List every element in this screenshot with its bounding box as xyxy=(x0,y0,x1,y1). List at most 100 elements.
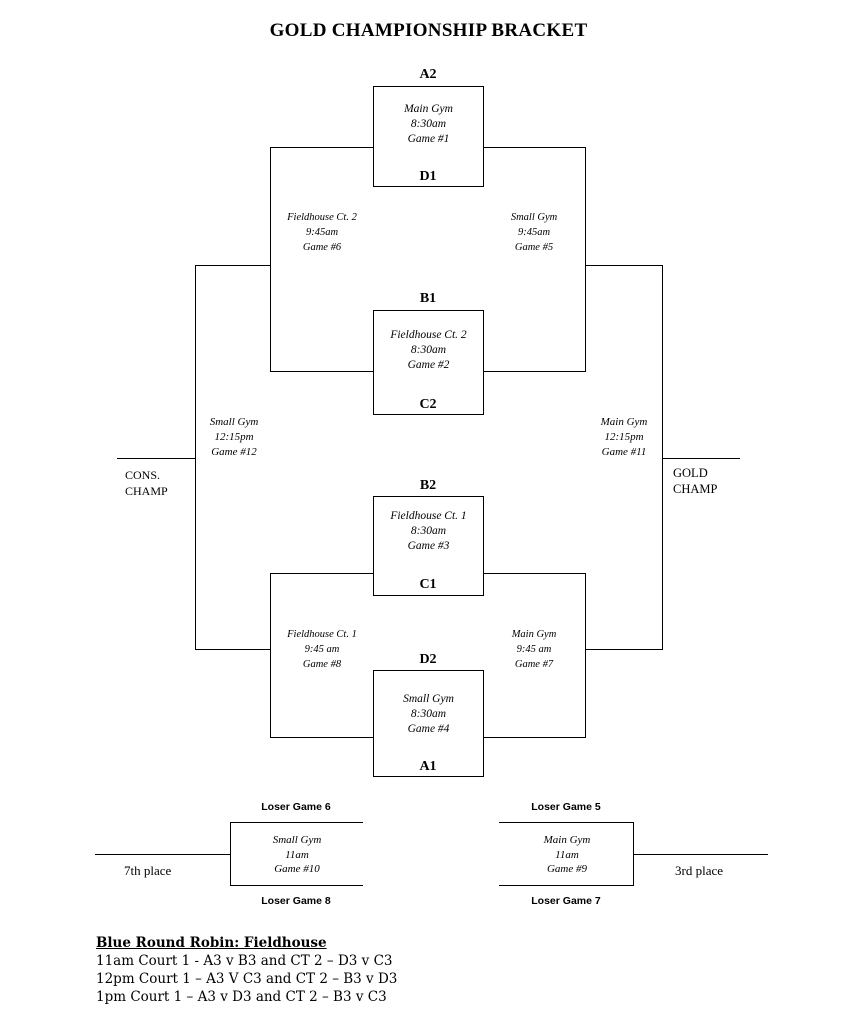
result-line: CHAMP xyxy=(125,484,168,498)
connector-line xyxy=(117,458,195,459)
connector-line xyxy=(484,573,586,574)
venue: Main Gym xyxy=(404,103,453,115)
seed-label: C1 xyxy=(419,577,437,592)
game-4-info: Small Gym 8:30am Game #4 xyxy=(373,692,484,737)
venue: Main Gym xyxy=(600,416,648,428)
game-9-box xyxy=(499,822,634,886)
venue: Fieldhouse Ct. 1 xyxy=(287,629,357,640)
game-number: Game #6 xyxy=(302,242,342,253)
result-line: GOLD xyxy=(673,466,708,480)
connector-line xyxy=(634,854,768,855)
game-number: Game #1 xyxy=(407,133,450,145)
loser-game-8-label: Loser Game 8 xyxy=(261,895,331,907)
connector-line xyxy=(270,147,373,148)
connector-line xyxy=(586,649,663,650)
loser-game-6-label: Loser Game 6 xyxy=(261,801,331,813)
game-7-info: Main Gym 9:45 am Game #7 xyxy=(484,627,584,672)
seed-label: D2 xyxy=(419,652,437,667)
game-10-box xyxy=(230,822,363,886)
venue: Small Gym xyxy=(510,212,558,223)
game-2-info: Fieldhouse Ct. 2 8:30am Game #2 xyxy=(373,328,484,373)
venue: Fieldhouse Ct. 2 xyxy=(390,329,467,341)
connector-line xyxy=(95,854,230,855)
connector-line xyxy=(270,573,271,738)
game-number: Game #4 xyxy=(407,723,450,735)
time: 12:15pm xyxy=(214,431,254,443)
game-number: Game #2 xyxy=(407,359,450,371)
round-robin-line: 12pm Court 1 – A3 V C3 and CT 2 – B3 v D… xyxy=(96,971,398,987)
loser-game-5-label: Loser Game 5 xyxy=(531,801,601,813)
connector-line xyxy=(484,147,586,148)
game-1-box xyxy=(373,86,484,187)
connector-line xyxy=(484,737,586,738)
time: 8:30am xyxy=(410,344,447,356)
connector-line xyxy=(586,265,663,266)
venue: Small Gym xyxy=(209,416,259,428)
game-1-info: Main Gym 8:30am Game #1 xyxy=(373,102,484,147)
seed-label: C2 xyxy=(419,397,437,412)
game-number: Game #7 xyxy=(514,659,554,670)
venue: Small Gym xyxy=(403,693,454,705)
game-number: Game #5 xyxy=(514,242,554,253)
connector-line xyxy=(270,147,271,372)
game-8-info: Fieldhouse Ct. 1 9:45 am Game #8 xyxy=(272,627,372,672)
game-number: Game #3 xyxy=(407,540,450,552)
round-robin-line: 11am Court 1 - A3 v B3 and CT 2 – D3 v C… xyxy=(96,953,393,969)
venue: Main Gym xyxy=(543,834,591,846)
seed-label: D1 xyxy=(419,169,437,184)
seed-label: B2 xyxy=(419,478,437,493)
result-line: CONS. xyxy=(125,468,161,482)
game-3-box xyxy=(373,496,484,596)
time: 9:45am xyxy=(517,227,551,238)
game-number: Game #11 xyxy=(601,446,647,458)
seed-label: A1 xyxy=(419,759,437,774)
game-4-box xyxy=(373,670,484,777)
game-number: Game #9 xyxy=(546,863,588,875)
game-5-info: Small Gym 9:45am Game #5 xyxy=(484,210,584,255)
connector-line xyxy=(662,265,663,650)
game-number: Game #8 xyxy=(302,659,342,670)
connector-line xyxy=(270,371,373,372)
venue: Fieldhouse Ct. 2 xyxy=(287,212,357,223)
connector-line xyxy=(662,458,740,459)
cons-champ-label: CONS. CHAMP xyxy=(125,467,168,499)
connector-line xyxy=(195,265,196,650)
time: 9:45am xyxy=(305,227,339,238)
time: 8:30am xyxy=(410,708,447,720)
loser-game-7-label: Loser Game 7 xyxy=(531,895,601,907)
time: 12:15pm xyxy=(604,431,644,443)
venue: Fieldhouse Ct. 1 xyxy=(390,510,467,522)
time: 9:45 am xyxy=(516,644,552,655)
connector-line xyxy=(270,737,373,738)
connector-line xyxy=(270,573,373,574)
game-3-info: Fieldhouse Ct. 1 8:30am Game #3 xyxy=(373,509,484,554)
gold-champ-label: GOLD CHAMP xyxy=(673,465,717,497)
game-10-info: Small Gym 11am Game #10 xyxy=(232,833,362,877)
venue: Small Gym xyxy=(272,834,322,846)
time: 11am xyxy=(285,848,309,861)
game-6-info: Fieldhouse Ct. 2 9:45am Game #6 xyxy=(272,210,372,255)
game-11-info: Main Gym 12:15pm Game #11 xyxy=(586,415,662,460)
venue: Main Gym xyxy=(511,629,557,640)
time: 8:30am xyxy=(410,525,447,537)
connector-line xyxy=(195,265,270,266)
game-2-box xyxy=(373,310,484,415)
game-number: Game #12 xyxy=(211,446,257,458)
result-line: CHAMP xyxy=(673,482,718,496)
game-9-info: Main Gym 11am Game #9 xyxy=(500,833,634,877)
time: 9:45 am xyxy=(304,644,340,655)
round-robin-section: Blue Round Robin: Fieldhouse 11am Court … xyxy=(96,934,397,1006)
time: 8:30am xyxy=(410,118,447,130)
connector-line xyxy=(585,573,586,738)
connector-line xyxy=(585,147,586,372)
connector-line xyxy=(484,371,586,372)
time: 11am xyxy=(555,848,579,861)
third-place-label: 3rd place xyxy=(675,863,724,878)
seed-label: A2 xyxy=(419,67,437,82)
game-12-info: Small Gym 12:15pm Game #12 xyxy=(196,415,272,460)
seventh-place-label: 7th place xyxy=(124,863,172,878)
game-number: Game #10 xyxy=(274,863,320,875)
connector-line xyxy=(195,649,270,650)
round-robin-title: Blue Round Robin: Fieldhouse xyxy=(96,935,327,951)
seed-label: B1 xyxy=(419,291,437,306)
